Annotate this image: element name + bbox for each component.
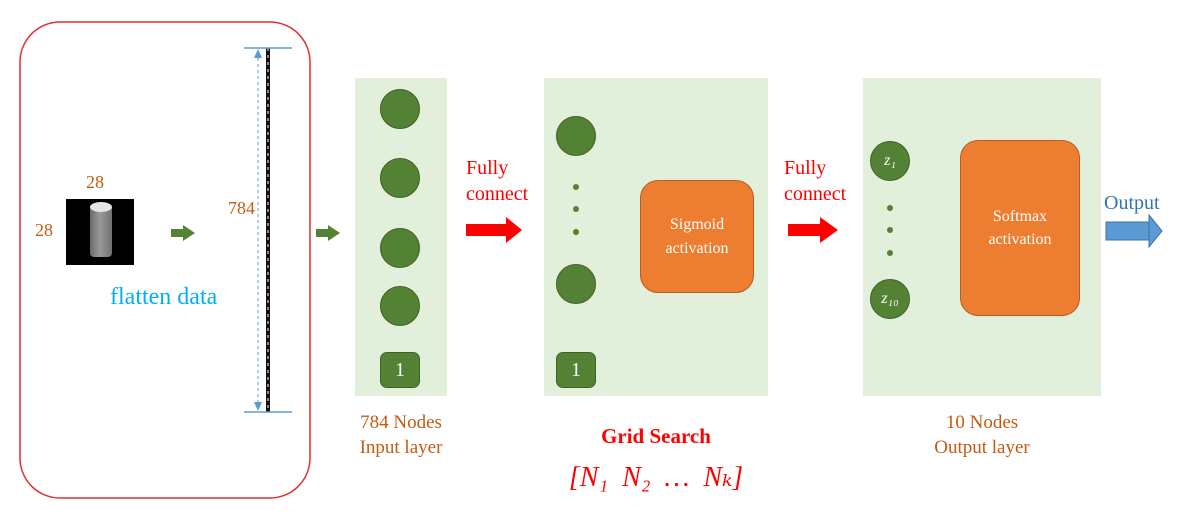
sigmoid-line1: Sigmoid (669, 216, 725, 234)
hidden-bias-node: 1 (556, 352, 596, 388)
image-to-vector-arrow (171, 225, 195, 241)
softmax-line1: Softmax (992, 207, 1048, 225)
flatten-box (19, 21, 311, 499)
input-layer-caption-line2: Input layer (359, 437, 443, 458)
fully-connect-2-line2: connect (784, 183, 847, 205)
output-layer-caption-line1: 10 Nodes (945, 412, 1019, 433)
ellipsis-dot (887, 205, 893, 211)
fully-connect-label-2: Fully connect (784, 155, 846, 207)
output-layer-caption-line2: Output layer (934, 437, 1030, 458)
ellipsis-dot (887, 250, 893, 256)
hidden-node (556, 116, 596, 156)
fully-connect-arrow-1 (466, 217, 522, 243)
hidden-node (556, 264, 596, 304)
input-image (66, 199, 134, 265)
input-layer-caption-line1: 784 Nodes (360, 412, 442, 433)
input-node (380, 89, 420, 129)
vector-length-label: 784 (228, 198, 255, 218)
fully-connect-1-line1: Fully (466, 157, 509, 179)
fully-connect-1-line2: connect (466, 183, 529, 205)
input-node (380, 158, 420, 198)
sigmoid-line2: activation (665, 239, 729, 257)
ellipsis-dot (573, 229, 579, 235)
grid-search-title: Grid Search (601, 424, 711, 448)
sigmoid-activation-box: Sigmoid activation (640, 180, 754, 293)
image-height-label: 28 (35, 220, 53, 240)
ellipsis-dot (573, 184, 579, 190)
output-node-z1: z₁ (870, 141, 910, 181)
output-label: Output (1104, 192, 1160, 214)
softmax-activation-box: Softmax activation (960, 140, 1080, 316)
vector-to-input-arrow (316, 225, 340, 241)
output-layer-caption: 10 Nodes Output layer (902, 410, 1062, 460)
flatten-data-label: flatten data (110, 284, 218, 310)
input-bias-node: 1 (380, 352, 420, 388)
input-layer-caption: 784 Nodes Input layer (330, 410, 472, 460)
fully-connect-2-line1: Fully (784, 157, 827, 179)
output-arrow (1105, 213, 1163, 249)
input-node (380, 286, 420, 326)
ellipsis-dot (573, 206, 579, 212)
output-node-z10: z₁₀ (870, 279, 910, 319)
grid-search-formula: [N₁ N₂ … Nₖ] (568, 462, 744, 493)
image-width-label: 28 (86, 172, 104, 192)
ellipsis-dot (887, 227, 893, 233)
fully-connect-label-1: Fully connect (466, 155, 528, 207)
softmax-line2: activation (988, 231, 1052, 248)
vector-dimension-line (244, 47, 292, 413)
fully-connect-arrow-2 (788, 217, 838, 243)
input-node (380, 228, 420, 268)
